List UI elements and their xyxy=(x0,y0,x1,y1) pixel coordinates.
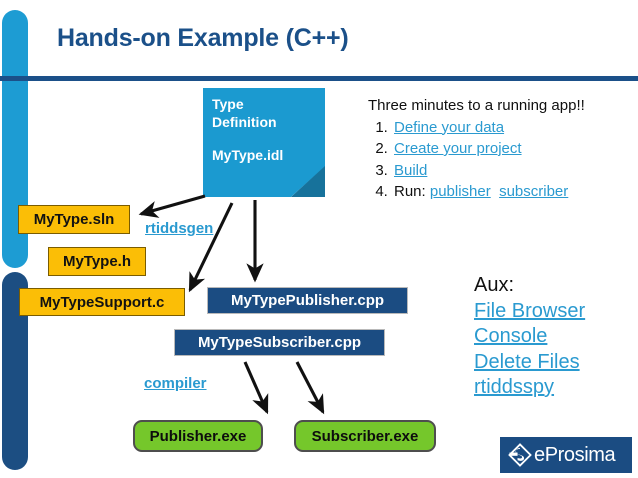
aux-block: Aux: File Browser Console Delete Files r… xyxy=(474,273,585,401)
node-mytypesupport-c: MyTypeSupport.c xyxy=(19,288,185,316)
edge-label-compiler[interactable]: compiler xyxy=(144,375,207,392)
eprosima-s-icon xyxy=(508,443,532,467)
step-run-prefix: Run: xyxy=(394,183,426,200)
node-publisher-exe: Publisher.exe xyxy=(133,420,263,452)
document-line-2: Definition xyxy=(212,114,277,130)
step-link-define-your-data[interactable]: Define your data xyxy=(394,118,505,136)
node-mytype-sln: MyType.sln xyxy=(18,205,130,234)
edge-label-rtiddsgen[interactable]: rtiddsgen xyxy=(145,220,214,237)
steps-list: Define your data Create your project Bui… xyxy=(368,117,636,203)
list-item: Define your data xyxy=(392,117,636,139)
logo-wordmark: eProsima xyxy=(534,443,616,466)
aux-link-file-browser[interactable]: File Browser xyxy=(474,299,586,322)
list-item: Build xyxy=(392,160,636,182)
node-mytype-h: MyType.h xyxy=(48,247,146,276)
node-mytypesubscriber-cpp: MyTypeSubscriber.cpp xyxy=(174,329,385,356)
steps-block: Three minutes to a running app!! Define … xyxy=(368,95,636,203)
node-mytypepublisher-cpp: MyTypePublisher.cpp xyxy=(207,287,408,314)
type-definition-document: Type Definition MyType.idl xyxy=(203,88,325,197)
document-label: Type Definition MyType.idl xyxy=(212,95,322,164)
step-link-subscriber[interactable]: subscriber xyxy=(499,183,569,200)
list-item: Run: publisher subscriber xyxy=(392,181,636,203)
aux-heading: Aux: xyxy=(474,274,515,296)
arrow-to-publisher-exe xyxy=(243,361,269,415)
document-line-1: Type xyxy=(212,96,244,112)
step-link-publisher[interactable]: publisher xyxy=(429,183,491,200)
step-link-create-your-project[interactable]: Create your project xyxy=(394,140,522,157)
arrow-idl-to-support xyxy=(188,202,234,293)
list-item: Create your project xyxy=(392,138,636,160)
document-spacer xyxy=(212,131,322,146)
title-divider-rule xyxy=(0,76,638,81)
arrow-idl-to-sln xyxy=(138,194,206,218)
aux-link-rtiddsspy[interactable]: rtiddsspy xyxy=(474,376,555,398)
document-body xyxy=(203,88,325,197)
aux-link-console[interactable]: Console xyxy=(474,325,548,347)
steps-lead-text: Three minutes to a running app!! xyxy=(368,97,585,114)
node-subscriber-exe: Subscriber.exe xyxy=(294,420,436,452)
arrow-to-subscriber-exe xyxy=(295,361,325,415)
document-line-3: MyType.idl xyxy=(212,147,284,163)
eprosima-logo: eProsima xyxy=(500,437,632,473)
aux-link-delete-files[interactable]: Delete Files xyxy=(474,350,580,373)
step-link-build[interactable]: Build xyxy=(394,161,428,179)
page-title: Hands-on Example (C++) xyxy=(57,24,349,52)
